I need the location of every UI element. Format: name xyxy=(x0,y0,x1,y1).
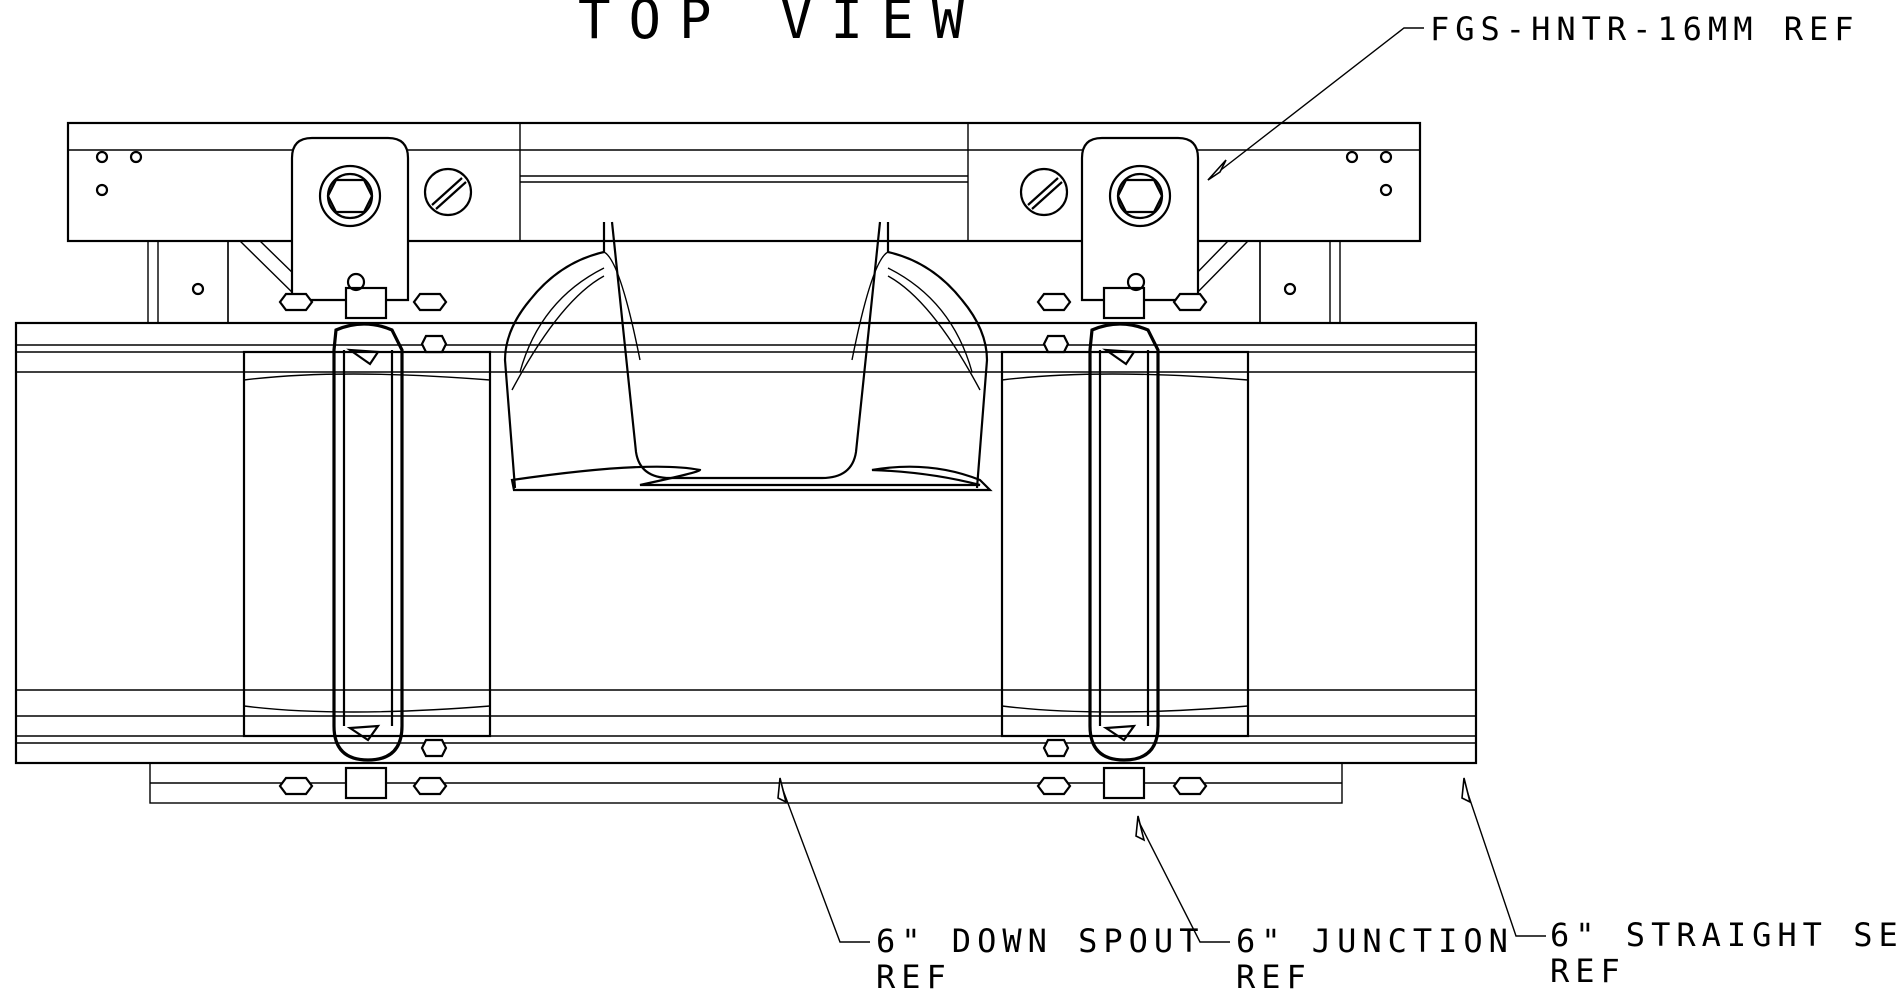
callout-down-spout-line1: 6" DOWN SPOUT xyxy=(876,922,1204,960)
right-junction xyxy=(1000,272,1250,800)
callout-junction-line2: REF xyxy=(1236,958,1312,992)
callout-straight-line1: 6" STRAIGHT SECTION xyxy=(1550,916,1903,954)
leader-junction xyxy=(1135,815,1230,943)
right-hanger-tab xyxy=(1080,136,1200,302)
down-spout xyxy=(503,221,993,492)
straight-section xyxy=(14,321,1478,804)
left-side-plate xyxy=(147,240,301,324)
callout-hunter-ref: FGS-HNTR-16MM REF xyxy=(1430,10,1860,48)
leader-straight-section xyxy=(1461,777,1546,937)
callout-straight-line2: REF xyxy=(1550,952,1626,990)
mounting-bracket-bar xyxy=(66,121,1422,243)
callout-junction-line1: 6" JUNCTION xyxy=(1236,922,1514,960)
left-hanger-tab xyxy=(290,136,410,302)
leader-hunter-ref xyxy=(1207,27,1424,181)
callout-down-spout-line2: REF xyxy=(876,958,952,992)
left-junction xyxy=(242,272,492,800)
left-adjust-screw xyxy=(423,167,473,217)
leader-down-spout xyxy=(777,777,870,943)
right-side-plate xyxy=(1189,240,1341,324)
right-adjust-screw xyxy=(1019,167,1069,217)
view-title: TOP VIEW xyxy=(578,0,982,51)
